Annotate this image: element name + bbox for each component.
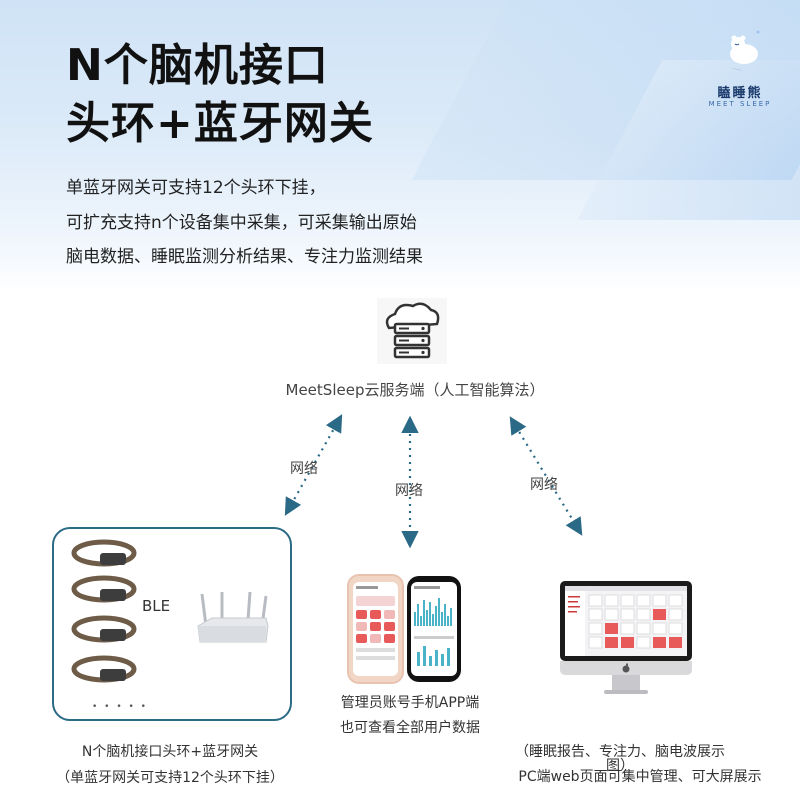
more-devices-dots: • • • • • — [92, 702, 148, 712]
network-label-right: 网络 — [530, 477, 558, 493]
monitor-stand — [612, 675, 640, 691]
network-label-left: 网络 — [290, 461, 318, 477]
pc-caption-line1: （睡眠报告、专注力、脑电波展示图） — [515, 744, 725, 774]
phone-mockup-light — [347, 574, 404, 684]
headline-line1: N个脑机接口 — [66, 40, 329, 91]
headband-caption-line2: （单蓝牙网关可支持12个头环下挂） — [56, 770, 284, 786]
brand-name: 瞌睡熊 — [717, 86, 763, 101]
cloud-server-icon — [377, 298, 447, 364]
sleeping-bear-moon-icon — [716, 26, 762, 71]
pc-monitor — [560, 581, 692, 661]
network-label-middle: 网络 — [395, 483, 423, 499]
brand-subtitle: MEET SLEEP — [708, 100, 772, 108]
phone-screen — [411, 582, 457, 676]
dashboard-screen — [565, 586, 687, 656]
apple-logo-icon — [622, 663, 630, 673]
mobile-caption-line1: 管理员账号手机APP端 — [340, 695, 480, 711]
description-line2: 可扩充支持n个设备集中采集，可采集输出原始 — [66, 213, 417, 233]
description-line1: 单蓝牙网关可支持12个头环下挂， — [66, 178, 326, 198]
brand-logo: 瞌睡熊 MEET SLEEP — [700, 18, 780, 110]
router-icon — [197, 591, 269, 643]
headband-icon — [71, 539, 137, 683]
cloud-server-label: MeetSleep云服务端（人工智能算法） — [285, 381, 545, 399]
headband-caption-line1: N个脑机接口头环+蓝牙网关 — [81, 744, 259, 760]
pc-caption-line2: PC端web页面可集中管理、可大屏展示 — [518, 769, 762, 785]
headline-line2: 头环+蓝牙网关 — [66, 98, 374, 149]
monitor-base — [604, 690, 648, 694]
ble-label: BLE — [142, 597, 171, 615]
description-line3: 脑电数据、睡眠监测分析结果、专注力监测结果 — [66, 247, 423, 267]
mobile-caption-line2: 也可查看全部用户数据 — [340, 720, 480, 736]
hero-banner — [0, 0, 800, 292]
phone-mockup-dark — [407, 576, 461, 682]
phone-screen — [353, 582, 398, 676]
